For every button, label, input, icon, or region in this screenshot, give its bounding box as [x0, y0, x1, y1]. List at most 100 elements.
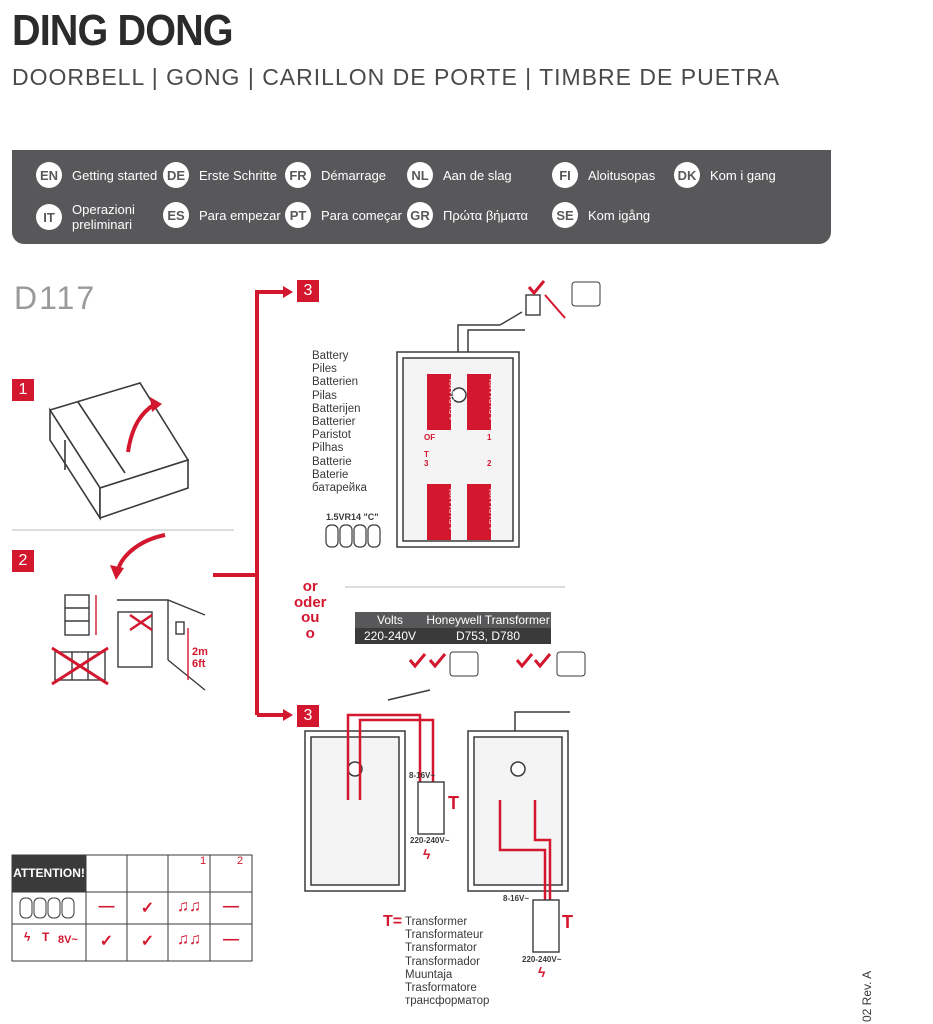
attention-voltage-label: 8V~	[58, 934, 78, 946]
battery-spec: 1.5VR14 "C"	[326, 512, 379, 522]
lightning-icon: ϟ	[24, 930, 31, 944]
wiring-left	[346, 713, 435, 800]
battery-term: Baterie	[312, 468, 349, 481]
mount-height-m: 2m	[192, 646, 208, 658]
transformer-key: T=	[383, 913, 403, 930]
attention-cell: —	[98, 898, 115, 915]
language-code-badge: ES	[163, 202, 189, 228]
page-title: DING DONG	[12, 6, 234, 55]
step-number-3-wired: 3	[297, 705, 319, 727]
attention-battery-icon	[19, 897, 75, 919]
curve-arrow-icon	[116, 533, 166, 571]
battery-term: Batterie	[312, 455, 352, 468]
hammer-icon	[451, 387, 467, 403]
language-label: Aan de slag	[443, 167, 512, 183]
transformer-term: трансформатор	[405, 995, 490, 1008]
battery-term: Piles	[312, 363, 337, 376]
attention-cell: ✓	[99, 933, 114, 950]
language-item-dk[interactable]: DK Kom i gang	[674, 162, 776, 188]
language-code-badge: PT	[285, 202, 311, 228]
attention-cell: ♫♫	[177, 898, 201, 915]
bell-wire	[457, 324, 500, 352]
language-item-es[interactable]: ES Para empezar	[163, 202, 281, 228]
transformer-right	[532, 899, 560, 953]
battery-term: Batterier	[312, 416, 356, 429]
language-code-badge: DK	[674, 162, 700, 188]
language-item-it[interactable]: IT Operazioni preliminari	[36, 202, 142, 232]
battery-term: батарейка	[312, 482, 367, 495]
transformer-term: Transformador	[405, 955, 480, 968]
transformer-spec-table: Volts Honeywell Transformer 220-240V D75…	[355, 612, 551, 644]
battery-term: Batterien	[312, 376, 359, 389]
low-voltage-label-left: 8-16V~	[409, 771, 436, 780]
flow-connector	[213, 290, 285, 717]
language-item-nl[interactable]: NL Aan de slag	[407, 162, 512, 188]
or-word: oder	[294, 593, 327, 611]
mount-height-ft: 6ft	[192, 658, 206, 670]
battery-term: Batterijen	[312, 402, 361, 415]
language-label: Aloitusopas	[588, 167, 656, 183]
language-label: Operazioni preliminari	[72, 202, 135, 232]
language-label: Kom igång	[588, 207, 651, 223]
language-code-badge: FI	[552, 162, 578, 188]
push-button-icon	[499, 294, 541, 326]
chime-box-illustration	[48, 382, 190, 521]
language-item-en[interactable]: EN Getting started	[36, 162, 157, 188]
header-transformer: Honeywell Transformer	[426, 613, 550, 627]
bell-switch	[387, 689, 431, 701]
battery-term: Battery	[312, 350, 349, 362]
cell-models: D753, D780	[455, 629, 521, 643]
hammer-icon	[510, 761, 526, 777]
transformer-symbol-right: T	[562, 912, 573, 932]
language-code-badge: GR	[407, 202, 433, 228]
battery-chime-unit	[396, 351, 520, 548]
transformer-term: Transformator	[405, 942, 477, 955]
mains-label-right: 220-240V~	[522, 955, 562, 964]
cell-volts: 220-240V	[363, 629, 417, 643]
language-label: Para empezar	[199, 207, 281, 223]
table-row: 220-240V D753, D780	[355, 628, 551, 644]
language-item-se[interactable]: SE Kom igång	[552, 202, 650, 228]
attention-cell: ✓	[140, 933, 155, 950]
language-label: Getting started	[72, 167, 158, 183]
indicator-icons-left	[408, 651, 479, 677]
language-item-pt[interactable]: PT Para começar	[285, 202, 402, 228]
arrow-head-icon	[150, 397, 162, 412]
language-item-fr[interactable]: FR Démarrage	[285, 162, 386, 188]
language-code-badge: EN	[36, 162, 62, 188]
language-item-de[interactable]: DE Erste Schritte	[163, 162, 277, 188]
step-number-1: 1	[12, 379, 34, 401]
language-item-gr[interactable]: GR Πρώτα βήματα	[407, 202, 528, 228]
no-light-icon	[544, 294, 566, 319]
sound-icon	[571, 281, 601, 307]
battery-cell-label: 1.5V R14 "C"	[449, 378, 457, 421]
indicator-icons-right	[515, 651, 586, 677]
low-voltage-label-right: 8-16V~	[503, 894, 530, 903]
terminal-labels-left: OF T 3	[424, 433, 435, 468]
check-icon	[527, 280, 546, 296]
spare-batteries-icon	[325, 524, 381, 548]
battery-cell-label: 1.5V R14 "C"	[489, 378, 497, 421]
wiring-right	[498, 800, 552, 900]
battery-translations: Battery Piles Batterien Pilas Batterijen…	[312, 350, 367, 495]
attention-mark-2: 2	[237, 855, 244, 867]
mains-label-left: 220-240V~	[410, 836, 450, 845]
language-code-badge: FR	[285, 162, 311, 188]
battery-term: Pilas	[312, 389, 337, 402]
language-label: Kom i gang	[710, 167, 776, 183]
transformer-term: Transformer	[405, 916, 468, 928]
language-code-badge: IT	[36, 204, 62, 230]
or-translations: or oder ou o	[294, 579, 327, 641]
language-item-fi[interactable]: FI Aloitusopas	[552, 162, 655, 188]
language-panel: EN Getting started DE Erste Schritte FR …	[12, 150, 831, 244]
step-number-2: 2	[12, 550, 34, 572]
header-volts: Volts	[376, 613, 403, 627]
attention-cell: ✓	[140, 900, 155, 917]
language-label: Πρώτα βήματα	[443, 207, 529, 223]
spec-table-header: Volts Honeywell Transformer	[355, 612, 551, 628]
language-label: Erste Schritte	[199, 167, 278, 183]
transformer-term: Trasformatore	[405, 982, 477, 995]
lightning-icon: ϟ	[423, 846, 431, 862]
terminal-3: 3	[424, 459, 429, 468]
arrow-head-icon	[283, 709, 293, 721]
